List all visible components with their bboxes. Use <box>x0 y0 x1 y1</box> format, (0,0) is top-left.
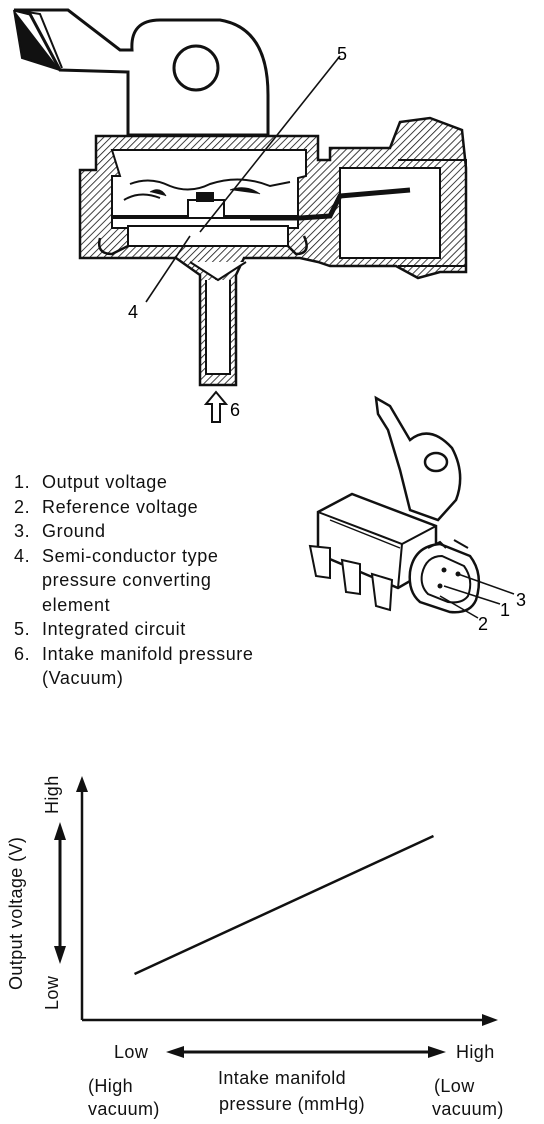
sensor-cross-section: 5 4 6 <box>13 8 468 423</box>
y-high-label: High <box>42 775 62 814</box>
x-low-label: Low <box>114 1042 149 1062</box>
vacuum-port <box>205 280 231 375</box>
y-axis-label: Output voltage (V) <box>6 836 26 990</box>
callout-6: 6 <box>230 400 240 420</box>
x-double-arrow-left-icon <box>166 1046 184 1058</box>
legend-item-6-line-2: (Vacuum) <box>42 668 124 688</box>
callout-5: 5 <box>337 44 347 64</box>
x-axis-label-2: pressure (mmHg) <box>219 1094 366 1114</box>
x-low-note-2: vacuum) <box>88 1099 160 1119</box>
legend-list: 1.Output voltage 2.Reference voltage 3.G… <box>14 470 314 691</box>
pressure-arrow-icon <box>203 390 229 423</box>
x-low-note-1: (High <box>88 1076 134 1096</box>
x-axis-arrow-icon <box>482 1014 498 1026</box>
callout-1: 1 <box>500 600 510 620</box>
legend-item-6: 6.Intake manifold pressure <box>14 643 254 664</box>
legend-item-4-line-3: element <box>42 594 111 615</box>
y-low-label: Low <box>42 975 62 1010</box>
legend-item-5: 5.Integrated circuit <box>14 619 186 639</box>
legend-item-4-line-2: pressure converting <box>42 570 212 590</box>
series-line <box>133 834 435 976</box>
x-high-label: High <box>456 1042 495 1062</box>
callout-4: 4 <box>128 302 138 322</box>
legend-item-1: 1.Output voltage <box>14 472 168 492</box>
mounting-hole <box>172 44 220 92</box>
y-double-arrow-down-icon <box>54 946 66 964</box>
legend-item-2: 2.Reference voltage <box>14 496 199 517</box>
y-double-arrow-up-icon <box>54 822 66 840</box>
mounting-bracket <box>13 8 270 137</box>
x-double-arrow-right-icon <box>428 1046 446 1058</box>
y-axis-arrow-icon <box>76 776 88 792</box>
callout-3: 3 <box>516 590 526 610</box>
x-high-note-1: (Low <box>434 1076 475 1096</box>
legend-item-3: 3.Ground <box>14 521 106 541</box>
x-high-note-2: vacuum) <box>432 1099 504 1119</box>
callout-2: 2 <box>478 614 488 634</box>
legend-item-4: 4.Semi-conductor type <box>14 545 219 566</box>
x-axis-label-1: Intake manifold <box>218 1068 347 1088</box>
terminal-wire <box>250 187 411 221</box>
